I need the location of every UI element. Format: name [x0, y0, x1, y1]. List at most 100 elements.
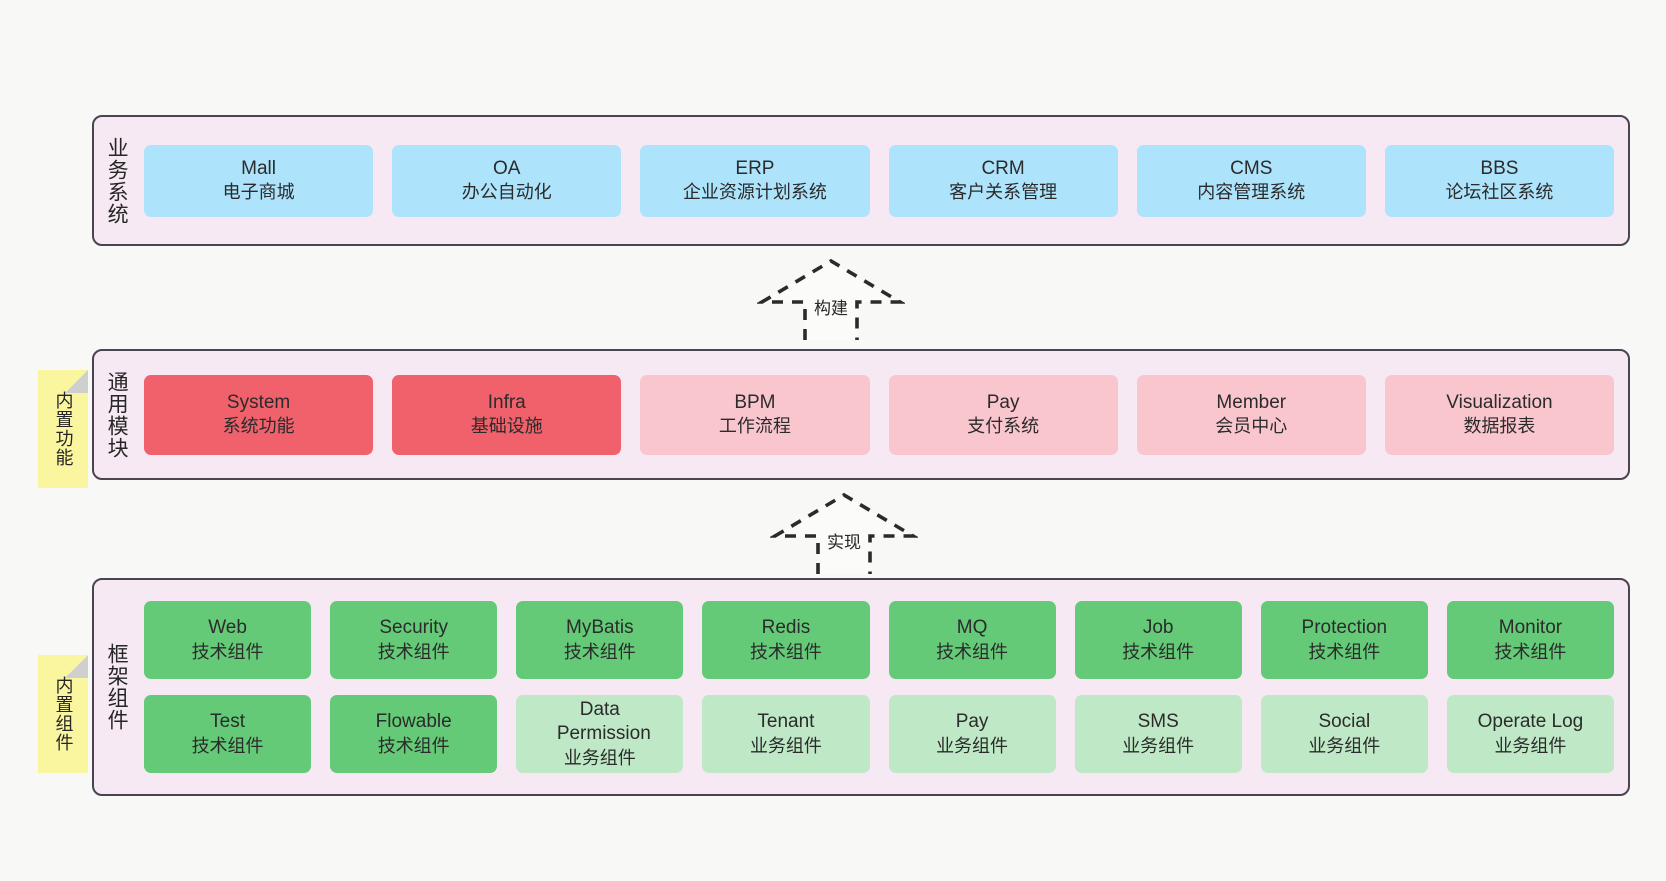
- card-subtitle: 技术组件: [563, 641, 636, 662]
- card-subtitle: 系统功能: [222, 416, 295, 437]
- card-member[interactable]: Member 会员中心: [1136, 374, 1366, 455]
- card-web[interactable]: Web 技术组件: [144, 601, 312, 679]
- card-title: OA: [493, 157, 521, 179]
- card-tenant[interactable]: Tenant 业务组件: [702, 695, 870, 773]
- card-title: Monitor: [1498, 617, 1563, 639]
- card-title: Redis: [761, 617, 811, 639]
- card-pay-business[interactable]: Pay 业务组件: [888, 695, 1056, 773]
- card-title: MyBatis: [566, 617, 634, 639]
- card-title: Security: [379, 617, 448, 639]
- card-subtitle: 业务组件: [936, 735, 1009, 756]
- card-subtitle: 业务组件: [1494, 735, 1567, 756]
- card-title: Job: [1142, 617, 1174, 639]
- card-sms[interactable]: SMS 业务组件: [1074, 695, 1242, 773]
- card-subtitle: 技术组件: [377, 735, 450, 756]
- arrow-build: 构建: [757, 258, 905, 340]
- card-subtitle: 会员中心: [1215, 416, 1288, 437]
- card-security[interactable]: Security 技术组件: [330, 601, 498, 679]
- card-row: System 系统功能 Infra 基础设施 BPM 工作流程 Pay 支付系统…: [144, 374, 1615, 455]
- card-subtitle: 技术组件: [1122, 641, 1195, 662]
- arrow-build-shape: [757, 258, 905, 340]
- card-title: Pay: [986, 391, 1020, 413]
- card-title: CMS: [1230, 157, 1273, 179]
- card-title: MQ: [956, 617, 988, 639]
- card-subtitle: 数据报表: [1463, 416, 1536, 437]
- card-data-permission[interactable]: Data Permission 业务组件: [516, 695, 684, 773]
- layer-items-framework-component: Web 技术组件 Security 技术组件 MyBatis 技术组件 Redi…: [138, 580, 1628, 794]
- card-system[interactable]: System 系统功能: [144, 374, 374, 455]
- card-cms[interactable]: CMS 内容管理系统: [1136, 144, 1366, 217]
- card-subtitle: 技术组件: [749, 641, 822, 662]
- card-operate-log[interactable]: Operate Log 业务组件: [1446, 695, 1614, 773]
- card-subtitle: 技术组件: [936, 641, 1009, 662]
- card-title: Social: [1318, 711, 1371, 733]
- card-subtitle: 工作流程: [718, 416, 791, 437]
- card-title: Tenant: [757, 711, 815, 733]
- card-title: Protection: [1301, 617, 1388, 639]
- note-label: 内置组件: [53, 676, 74, 752]
- card-title: Data Permission: [556, 699, 651, 745]
- card-mall[interactable]: Mall 电子商城: [144, 144, 374, 217]
- card-title: BPM: [734, 391, 776, 413]
- layer-common-module: 通用模块 System 系统功能 Infra 基础设施 BPM 工作流程 Pay…: [92, 349, 1630, 480]
- card-pay[interactable]: Pay 支付系统: [888, 374, 1118, 455]
- card-redis[interactable]: Redis 技术组件: [702, 601, 870, 679]
- card-title: Infra: [487, 391, 526, 413]
- card-subtitle: 业务组件: [749, 735, 822, 756]
- card-job[interactable]: Job 技术组件: [1074, 601, 1242, 679]
- card-row: Test 技术组件 Flowable 技术组件 Data Permission …: [144, 695, 1614, 773]
- card-social[interactable]: Social 业务组件: [1260, 695, 1428, 773]
- arrow-implement-shape: [770, 492, 918, 574]
- card-subtitle: 业务组件: [1308, 735, 1381, 756]
- card-subtitle: 企业资源计划系统: [682, 182, 827, 203]
- layer-items-common-module: System 系统功能 Infra 基础设施 BPM 工作流程 Pay 支付系统…: [138, 351, 1628, 478]
- card-crm[interactable]: CRM 客户关系管理: [888, 144, 1118, 217]
- card-visualization[interactable]: Visualization 数据报表: [1384, 374, 1615, 455]
- card-subtitle: 技术组件: [377, 641, 450, 662]
- card-title: Flowable: [375, 711, 452, 733]
- card-bbs[interactable]: BBS 论坛社区系统: [1384, 144, 1615, 217]
- card-infra[interactable]: Infra 基础设施: [392, 374, 622, 455]
- card-mybatis[interactable]: MyBatis 技术组件: [516, 601, 684, 679]
- layer-framework-component: 框架组件 Web 技术组件 Security 技术组件 MyBatis 技术组件…: [92, 578, 1630, 796]
- layer-label-business-system: 业务系统: [105, 136, 129, 225]
- card-subtitle: 业务组件: [1122, 735, 1195, 756]
- card-subtitle: 技术组件: [1494, 641, 1567, 662]
- card-title: Web: [208, 617, 247, 639]
- card-title: Mall: [241, 157, 276, 179]
- card-row: Web 技术组件 Security 技术组件 MyBatis 技术组件 Redi…: [144, 601, 1614, 679]
- card-flowable[interactable]: Flowable 技术组件: [330, 695, 498, 773]
- card-bpm[interactable]: BPM 工作流程: [640, 374, 870, 455]
- card-subtitle: 技术组件: [1308, 641, 1381, 662]
- card-erp[interactable]: ERP 企业资源计划系统: [640, 144, 870, 217]
- card-row: Mall 电子商城 OA 办公自动化 ERP 企业资源计划系统 CRM 客户关系…: [144, 144, 1615, 217]
- card-subtitle: 客户关系管理: [949, 182, 1058, 203]
- card-test[interactable]: Test 技术组件: [144, 695, 312, 773]
- note-builtin-component: 内置组件: [38, 655, 88, 773]
- card-subtitle: 论坛社区系统: [1445, 182, 1554, 203]
- card-subtitle: 办公自动化: [461, 182, 552, 203]
- card-protection[interactable]: Protection 技术组件: [1260, 601, 1428, 679]
- card-title: SMS: [1137, 711, 1179, 733]
- card-title: Pay: [955, 711, 989, 733]
- note-builtin-function: 内置功能: [38, 370, 88, 488]
- card-subtitle: 内容管理系统: [1197, 182, 1306, 203]
- card-subtitle: 技术组件: [191, 735, 264, 756]
- card-subtitle: 支付系统: [967, 416, 1040, 437]
- card-title: Test: [210, 711, 245, 733]
- arrow-implement: 实现: [770, 492, 918, 574]
- card-subtitle: 电子商城: [222, 182, 295, 203]
- card-title: BBS: [1480, 157, 1519, 179]
- card-monitor[interactable]: Monitor 技术组件: [1446, 601, 1614, 679]
- card-title: Member: [1216, 391, 1287, 413]
- card-title: Visualization: [1446, 391, 1553, 413]
- layer-label-framework-component: 框架组件: [105, 643, 129, 731]
- card-subtitle: 业务组件: [563, 747, 636, 768]
- card-title: ERP: [735, 157, 775, 179]
- card-oa[interactable]: OA 办公自动化: [392, 144, 622, 217]
- layer-items-business-system: Mall 电子商城 OA 办公自动化 ERP 企业资源计划系统 CRM 客户关系…: [138, 117, 1628, 244]
- card-title: CRM: [981, 157, 1025, 179]
- card-mq[interactable]: MQ 技术组件: [888, 601, 1056, 679]
- layer-label-common-module: 通用模块: [105, 370, 129, 459]
